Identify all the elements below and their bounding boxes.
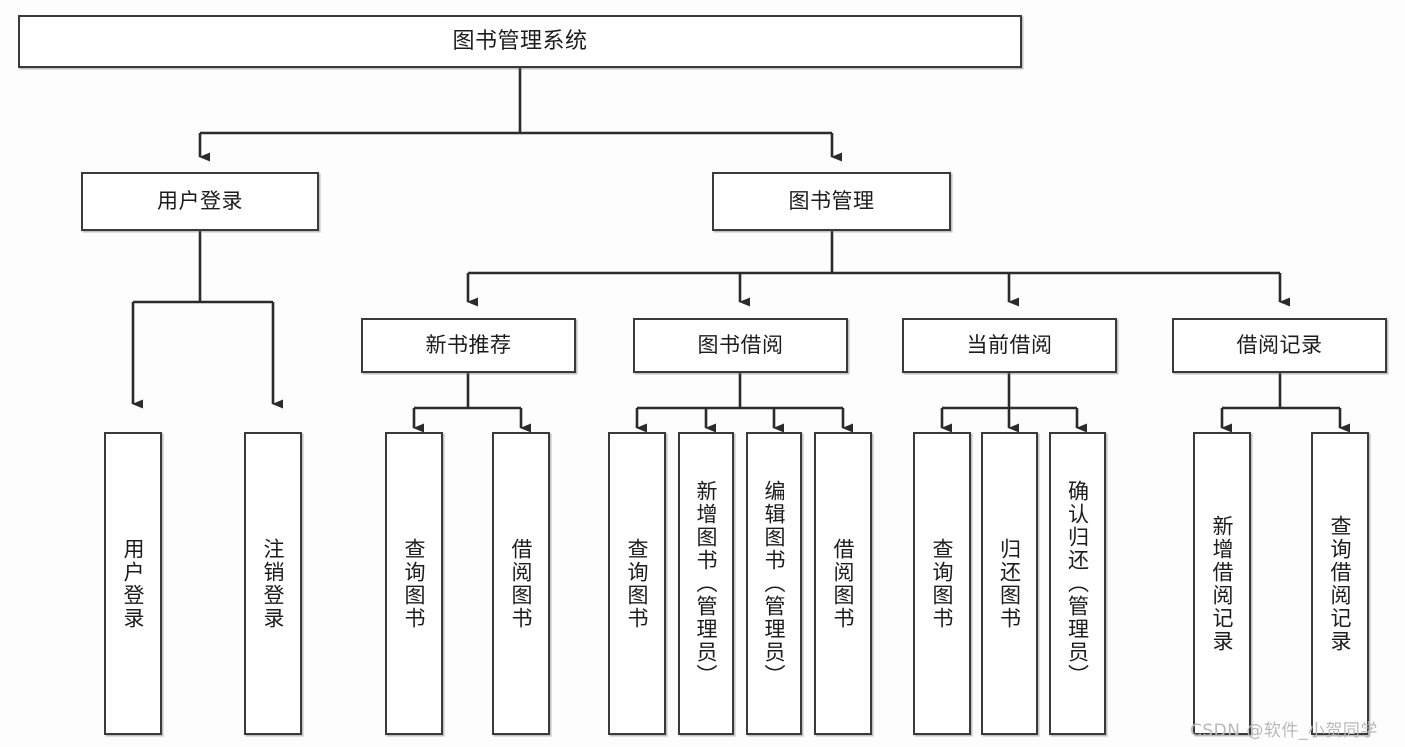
node-book-borrow[interactable]: 图书借阅 [633, 318, 848, 373]
node-leaf-add-book[interactable]: 新增图书（管理员） [678, 432, 734, 735]
node-leaf-edit-book[interactable]: 编辑图书（管理员） [746, 432, 802, 735]
node-root-label: 图书管理系统 [452, 28, 588, 54]
node-root[interactable]: 图书管理系统 [18, 15, 1022, 68]
node-book-manage[interactable]: 图书管理 [712, 172, 951, 231]
node-book-borrow-label: 图书借阅 [697, 333, 784, 358]
node-leaf-return-book[interactable]: 归还图书 [981, 432, 1038, 735]
node-leaf-borrow-book-2-label: 借阅图书 [831, 537, 856, 630]
node-leaf-edit-book-label: 编辑图书（管理员） [762, 480, 787, 687]
csdn-watermark: CSDN @软件_小贺同学 [1190, 721, 1378, 741]
node-new-book-recommend[interactable]: 新书推荐 [361, 318, 576, 373]
node-leaf-borrow-book-1-label: 借阅图书 [509, 537, 534, 630]
node-leaf-logout-login[interactable]: 注销登录 [244, 432, 302, 735]
node-leaf-user-login[interactable]: 用户登录 [104, 432, 162, 735]
node-leaf-query-record[interactable]: 查询借阅记录 [1311, 432, 1369, 735]
node-leaf-add-book-label: 新增图书（管理员） [694, 480, 719, 687]
node-borrow-record[interactable]: 借阅记录 [1172, 318, 1387, 373]
node-leaf-query-book-3-label: 查询图书 [930, 537, 955, 630]
node-leaf-confirm-return-label: 确认归还（管理员） [1065, 480, 1090, 687]
node-leaf-add-record[interactable]: 新增借阅记录 [1193, 432, 1251, 735]
node-leaf-query-book-2-label: 查询图书 [625, 537, 650, 630]
node-leaf-query-book-3[interactable]: 查询图书 [913, 432, 971, 735]
node-leaf-user-login-label: 用户登录 [121, 537, 146, 630]
node-leaf-logout-login-label: 注销登录 [261, 537, 286, 630]
node-leaf-query-book-2[interactable]: 查询图书 [608, 432, 666, 735]
node-book-manage-label: 图书管理 [788, 189, 875, 214]
node-current-borrow[interactable]: 当前借阅 [902, 318, 1117, 373]
node-borrow-record-label: 借阅记录 [1236, 333, 1323, 358]
node-user-login-label: 用户登录 [157, 189, 243, 214]
node-leaf-add-record-label: 新增借阅记录 [1210, 514, 1235, 653]
node-leaf-confirm-return[interactable]: 确认归还（管理员） [1049, 432, 1106, 735]
node-new-book-recommend-label: 新书推荐 [425, 333, 512, 358]
node-leaf-return-book-label: 归还图书 [997, 537, 1022, 630]
node-leaf-query-record-label: 查询借阅记录 [1328, 514, 1353, 653]
node-leaf-query-book-1[interactable]: 查询图书 [385, 432, 443, 735]
node-leaf-borrow-book-1[interactable]: 借阅图书 [492, 432, 550, 735]
node-leaf-borrow-book-2[interactable]: 借阅图书 [814, 432, 872, 735]
node-leaf-query-book-1-label: 查询图书 [402, 537, 427, 630]
node-current-borrow-label: 当前借阅 [966, 333, 1053, 358]
node-user-login[interactable]: 用户登录 [81, 172, 319, 231]
